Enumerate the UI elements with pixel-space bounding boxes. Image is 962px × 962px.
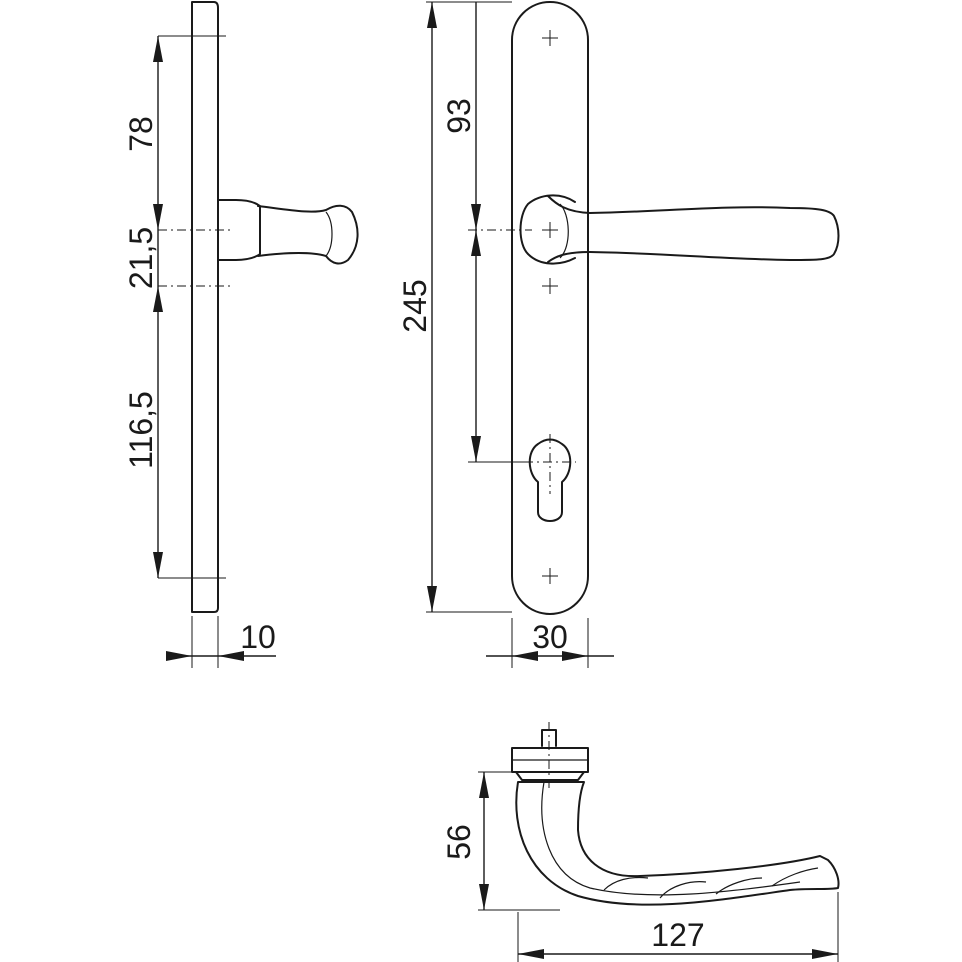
dim-front-width: 30 <box>532 619 568 655</box>
front-cylinder-keyhole <box>528 438 572 522</box>
screw-mark-bottom <box>542 568 558 584</box>
screw-mark-mid <box>542 278 558 294</box>
side-handle-knob <box>257 204 359 265</box>
front-handle-collar <box>559 203 569 259</box>
dim-side-thickness: 10 <box>240 619 276 655</box>
dim-front-total-height: 245 <box>397 279 433 332</box>
dim-side-upper: 78 <box>123 116 159 152</box>
top-lever-grip <box>603 867 819 899</box>
side-backplate <box>191 1 219 613</box>
top-rose-neck <box>515 771 585 781</box>
dim-top-length: 127 <box>651 917 704 953</box>
side-handle-rose <box>217 199 261 261</box>
top-view: 56 127 <box>441 722 840 962</box>
front-handle-lever <box>547 195 840 263</box>
front-backplate <box>511 1 589 615</box>
side-handle-detail <box>325 211 333 257</box>
dim-side-middle: 21,5 <box>123 227 159 289</box>
side-view: 78 21,5 116,5 10 <box>123 1 359 668</box>
front-view: 245 93 30 <box>397 1 840 668</box>
top-lever-inner <box>541 781 801 896</box>
dim-front-top-to-spindle: 93 <box>441 98 477 134</box>
dim-top-height: 56 <box>441 824 477 860</box>
screw-mark-top <box>542 30 558 46</box>
dim-side-lower: 116,5 <box>123 391 159 469</box>
top-lever <box>515 781 840 906</box>
top-rose-cap <box>511 747 589 773</box>
screw-mark-spindle <box>542 222 558 238</box>
